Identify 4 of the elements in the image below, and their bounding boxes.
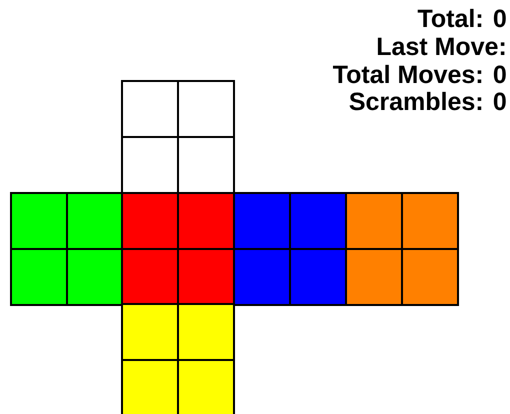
stat-label: Total Moves: 0 [332,64,506,84]
stat-label: Last Move: [378,38,504,56]
stat-label: Scrambles: 0 [350,92,506,110]
stat-label: Total: 0 [418,8,506,28]
